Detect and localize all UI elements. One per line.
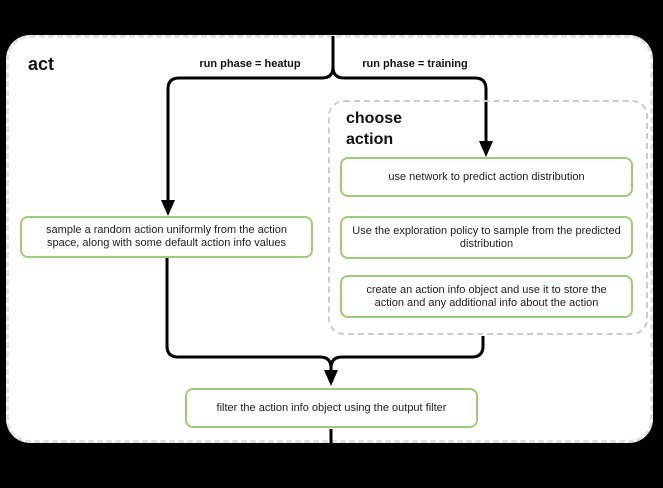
frame-title: act xyxy=(28,54,55,74)
choose-action-group: choose action xyxy=(328,100,648,335)
node-sample-random-action: sample a random action uniformly from th… xyxy=(20,216,313,258)
node-filter-action-info: filter the action info object using the … xyxy=(185,388,478,428)
node-predict-action-distribution: use network to predict action distributi… xyxy=(340,157,633,197)
edge-label-training: run phase = training xyxy=(362,58,468,70)
node-exploration-policy-sample: Use the exploration policy to sample fro… xyxy=(340,216,633,259)
choose-action-group-title: choose action xyxy=(346,110,403,148)
node-create-action-info-object: create an action info object and use it … xyxy=(340,275,633,318)
edge-label-heatup: run phase = heatup xyxy=(199,58,301,70)
